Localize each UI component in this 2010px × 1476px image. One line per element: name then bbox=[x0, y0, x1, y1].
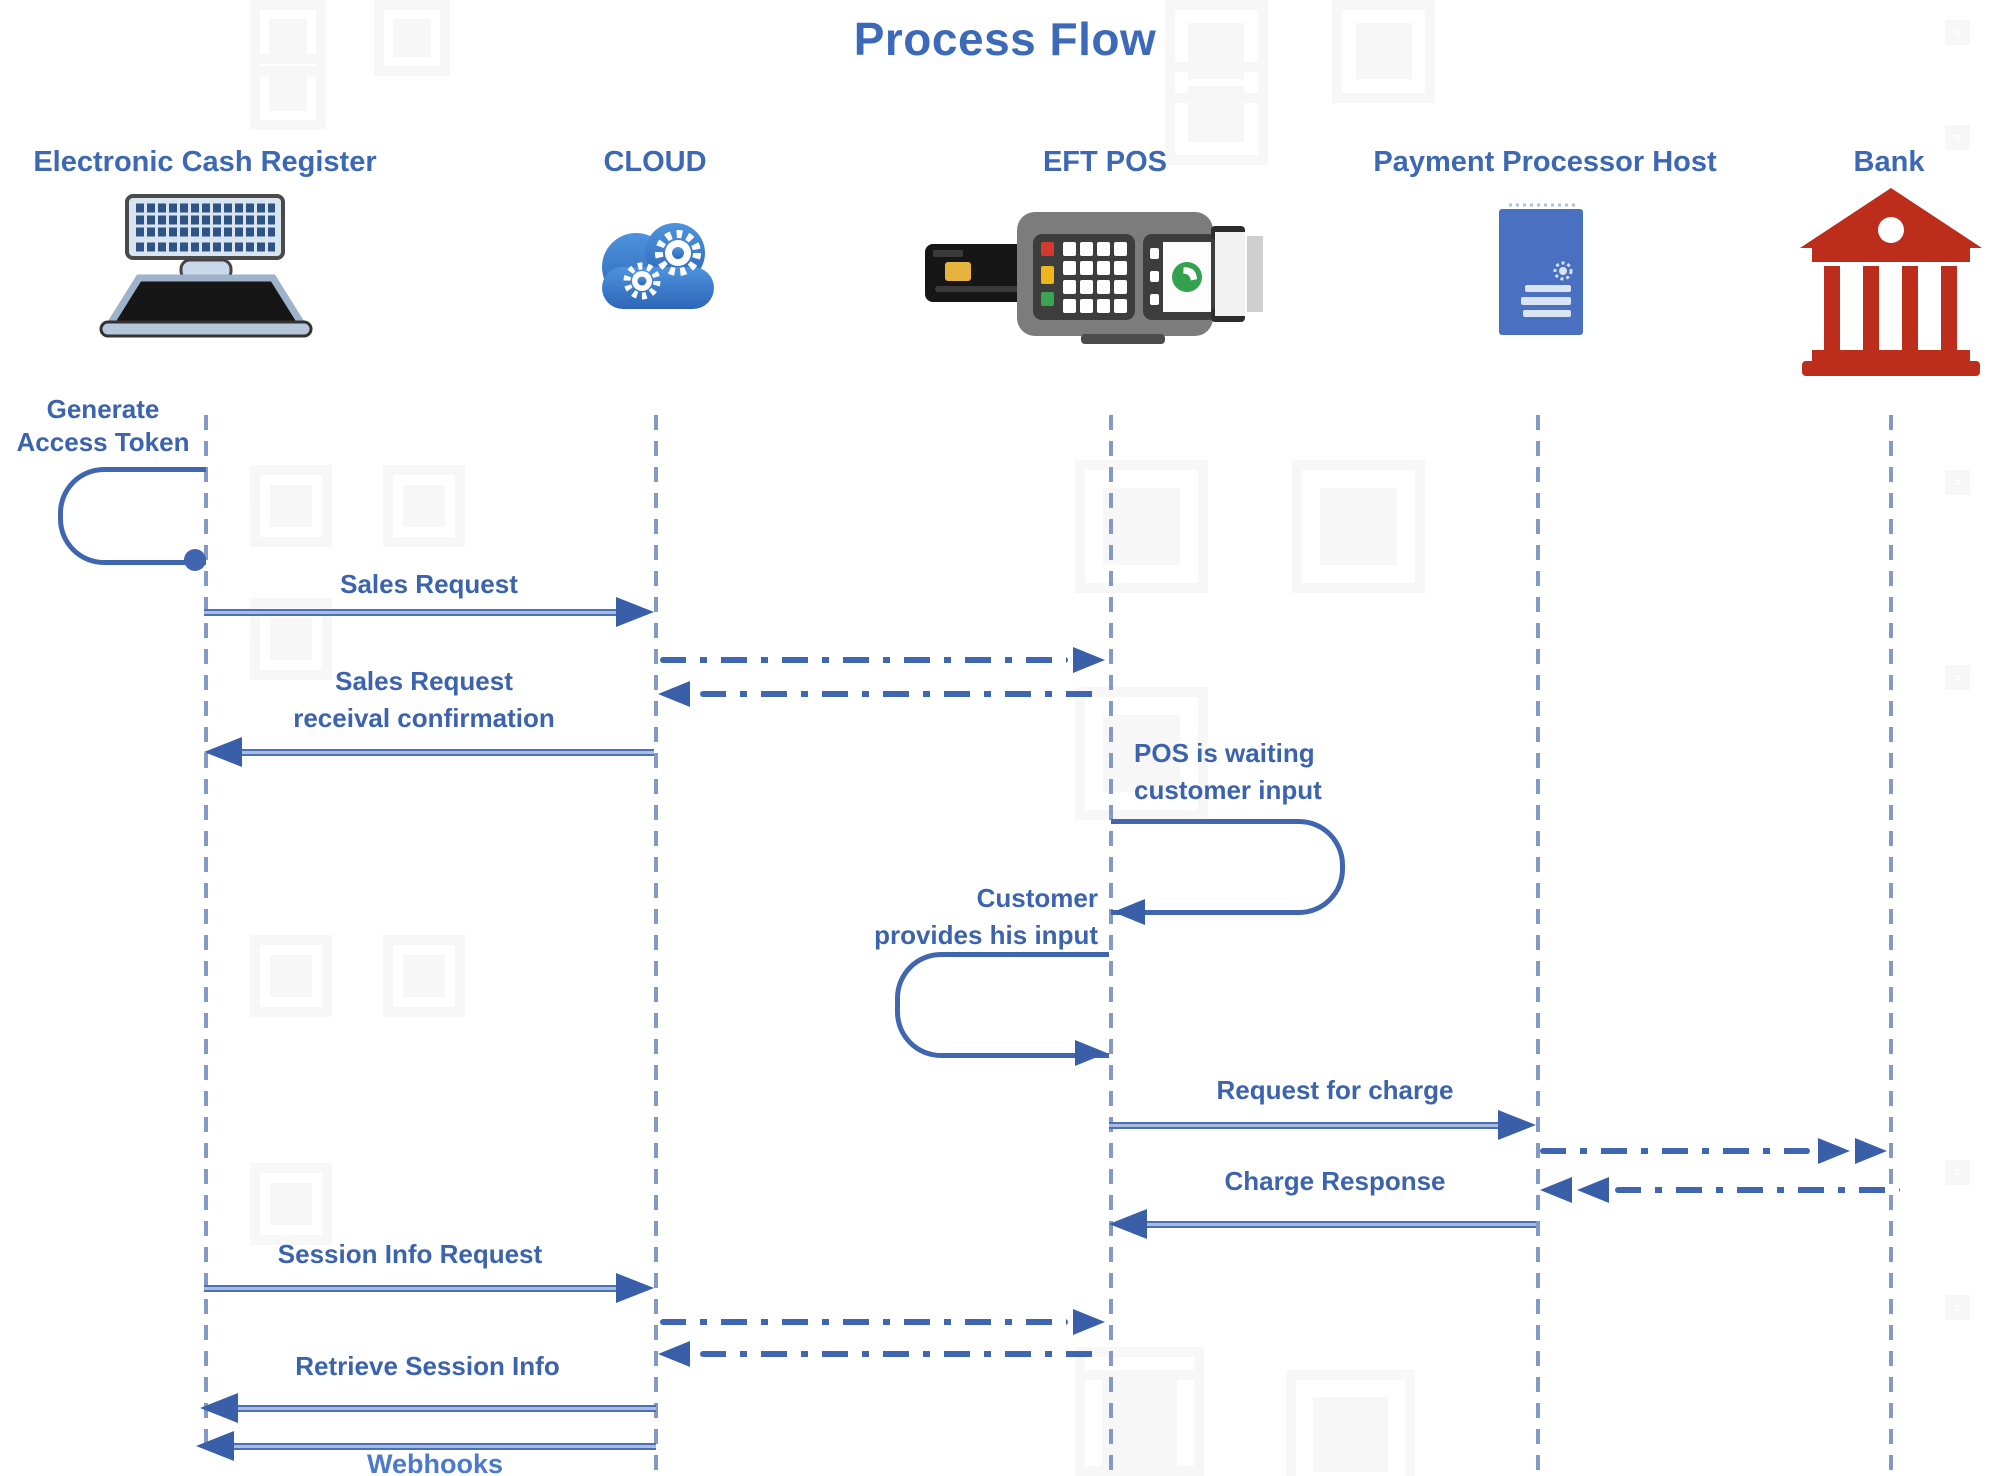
message-label-pos-waiting: POS is waiting customer input bbox=[1134, 738, 1322, 805]
arrowhead-left bbox=[200, 1393, 238, 1423]
arrowhead-left bbox=[196, 1431, 234, 1461]
qr-watermark bbox=[1075, 1346, 1415, 1476]
arrowhead-right bbox=[1073, 647, 1105, 673]
message-label-retrieve-session-info: Retrieve Session Info bbox=[295, 1351, 560, 1381]
message-line-cloud-to-pos bbox=[660, 657, 1068, 663]
arrowhead-left bbox=[658, 681, 690, 707]
qr-watermark bbox=[1165, 0, 1435, 165]
pos-terminal-icon bbox=[925, 198, 1270, 353]
message-line-bank-to-pph bbox=[1615, 1187, 1900, 1193]
message-line-receival-confirmation bbox=[242, 749, 654, 756]
page-title: Process Flow bbox=[853, 13, 1157, 65]
qr-watermark bbox=[1075, 460, 1425, 820]
lifeline-ecr bbox=[204, 415, 208, 1450]
message-label-receival-confirmation: Sales Request receival confirmation bbox=[293, 666, 555, 733]
arrowhead-left bbox=[1109, 1209, 1147, 1239]
qr-watermark bbox=[250, 0, 450, 130]
message-self-loop-generate-token bbox=[58, 467, 206, 565]
message-line-pos-to-cloud bbox=[700, 1351, 1105, 1357]
lifeline-cloud bbox=[654, 415, 658, 1476]
message-label-request-for-charge: Request for charge bbox=[1216, 1075, 1454, 1105]
qr-watermark bbox=[1945, 1160, 2010, 1320]
qr-watermark bbox=[1945, 20, 2010, 150]
arrowhead-right bbox=[616, 597, 654, 627]
message-line-request-for-charge bbox=[1109, 1122, 1500, 1129]
arrowhead-right bbox=[1818, 1138, 1850, 1164]
message-self-loop-pos-waiting bbox=[1111, 819, 1345, 915]
message-line-pph-to-bank bbox=[1540, 1148, 1810, 1154]
qr-watermark bbox=[250, 465, 465, 680]
message-line-webhooks bbox=[234, 1443, 656, 1450]
qr-watermark bbox=[1945, 470, 2010, 690]
lifeline-pph bbox=[1536, 415, 1540, 1476]
arrowhead-left bbox=[1540, 1177, 1572, 1203]
lifeline-eftpos bbox=[1109, 415, 1113, 1476]
message-label-charge-response: Charge Response bbox=[1224, 1166, 1446, 1196]
message-line-retrieve-session-info bbox=[238, 1405, 656, 1412]
arrowhead-right bbox=[1075, 1040, 1107, 1066]
cloud-gears-icon bbox=[578, 205, 738, 335]
message-line-charge-response bbox=[1147, 1221, 1536, 1228]
message-self-loop-customer-input bbox=[895, 952, 1109, 1058]
message-label-session-info-request: Session Info Request bbox=[277, 1239, 543, 1269]
actor-label-bank: Bank bbox=[1853, 146, 1925, 178]
arrowhead-left bbox=[1113, 899, 1145, 925]
actor-label-ecr: Electronic Cash Register bbox=[33, 146, 377, 178]
actor-label-cloud: CLOUD bbox=[603, 146, 707, 178]
message-line-session-info-request bbox=[204, 1285, 618, 1292]
arrowhead-left bbox=[1577, 1177, 1609, 1203]
actor-label-eftpos: EFT POS bbox=[1042, 146, 1168, 178]
arrowhead-right bbox=[1855, 1138, 1887, 1164]
bank-icon bbox=[1796, 184, 1986, 381]
cash-register-icon bbox=[95, 194, 315, 349]
message-line-cloud-to-pos bbox=[660, 1319, 1068, 1325]
message-label-sales-request: Sales Request bbox=[340, 569, 518, 599]
arrowhead-left bbox=[658, 1341, 690, 1367]
arrowhead-right bbox=[616, 1273, 654, 1303]
server-icon bbox=[1497, 203, 1585, 342]
arrowhead-right bbox=[1073, 1309, 1105, 1335]
arrowhead-right bbox=[1498, 1110, 1536, 1140]
message-label-generate-access-token: Generate Access Token bbox=[16, 394, 190, 457]
actor-label-pph: Payment Processor Host bbox=[1373, 146, 1717, 178]
message-line-sales-request bbox=[204, 609, 618, 616]
message-label-webhooks: Webhooks bbox=[366, 1449, 503, 1476]
qr-watermark bbox=[250, 935, 465, 1245]
message-line-pos-to-cloud bbox=[700, 691, 1105, 697]
message-label-customer-input: Customer provides his input bbox=[874, 883, 1098, 950]
arrowhead-left bbox=[204, 737, 242, 767]
lifeline-bank bbox=[1889, 415, 1893, 1476]
loop-end-dot bbox=[184, 549, 206, 571]
